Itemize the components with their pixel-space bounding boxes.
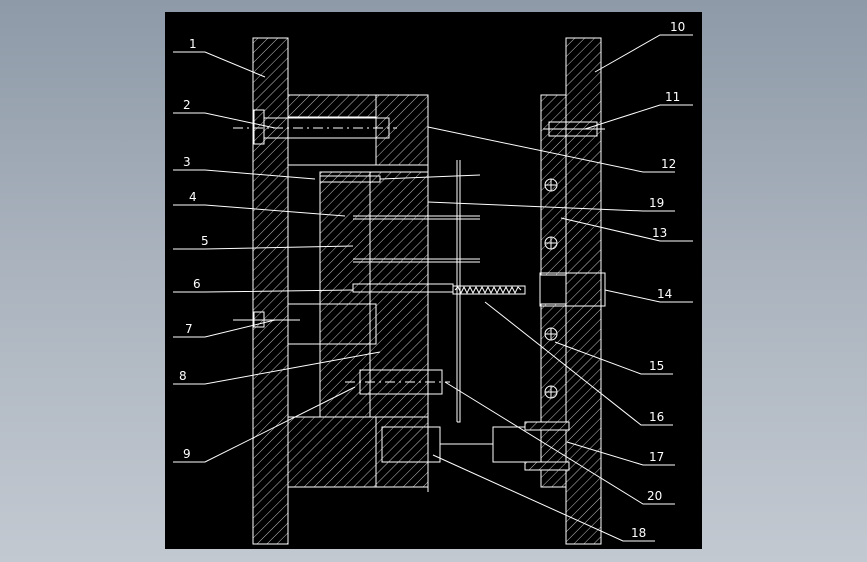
label-14: 14: [657, 287, 672, 301]
label-1: 1: [189, 37, 197, 51]
label-12: 12: [661, 157, 676, 171]
label-6: 6: [193, 277, 201, 291]
label-20: 20: [647, 489, 662, 503]
fixed-mold-plate-a: [319, 171, 371, 418]
left-inner-slot: [287, 116, 377, 166]
label-4: 4: [189, 190, 197, 204]
label-13: 13: [652, 226, 667, 240]
moving-ejector-bush: [539, 272, 606, 307]
label-5: 5: [201, 234, 209, 248]
label-3: 3: [183, 155, 191, 169]
left-lower-cavity: [287, 303, 377, 345]
label-18: 18: [631, 526, 646, 540]
ejector-rod: [452, 285, 526, 295]
label-2: 2: [183, 98, 191, 112]
guide-post-right: [492, 426, 542, 463]
location-holes: [544, 178, 558, 399]
fixed-bottom-side-block: [375, 416, 429, 488]
moving-clamp-plate: [565, 37, 602, 545]
label-16: 16: [649, 410, 664, 424]
fixed-top-block: [287, 94, 377, 118]
push-plate: [457, 160, 461, 423]
moving-spacer-bottom: [540, 303, 567, 488]
label-10: 10: [670, 20, 685, 34]
spring: [454, 285, 522, 295]
fixed-mold-plate-b: [369, 171, 429, 418]
label-9: 9: [183, 447, 191, 461]
mold-assembly-drawing: 1 2 3 4 5 6 7 8 9 10 11 12 13 14 15 16 1…: [173, 20, 693, 545]
label-19: 19: [649, 196, 664, 210]
guide-bush-bottom: [524, 461, 570, 471]
label-11: 11: [665, 90, 680, 104]
label-8: 8: [179, 369, 187, 383]
label-7: 7: [185, 322, 193, 336]
drawing-canvas: 1 2 3 4 5 6 7 8 9 10 11 12 13 14 15 16 1…: [165, 12, 702, 549]
fixed-side-block: [375, 94, 429, 166]
guide-bush-top: [524, 421, 570, 431]
label-17: 17: [649, 450, 664, 464]
label-15: 15: [649, 359, 664, 373]
guide-bolt-body: [263, 117, 390, 139]
leader-lines: [173, 34, 693, 542]
fixed-bottom-block: [287, 416, 377, 488]
